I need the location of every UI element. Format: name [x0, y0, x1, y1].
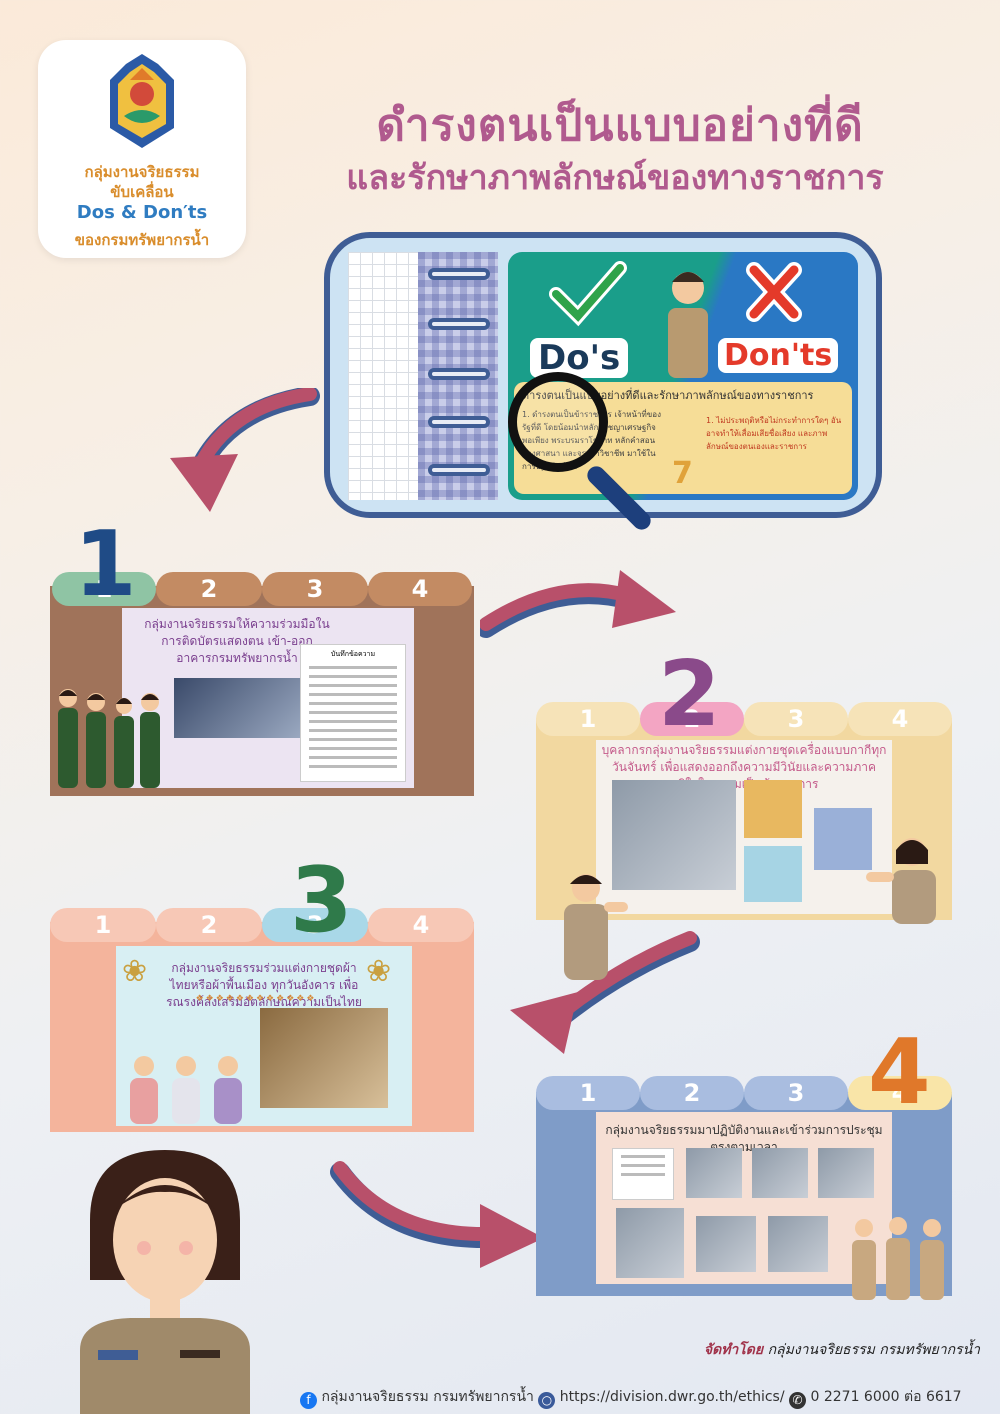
- step-3-staff-thai-dress-figure: [130, 1056, 242, 1124]
- hero-notebook: Do's Don'ts ดำรงตนเป็นแบบอย่างที่ดีและรั…: [324, 232, 882, 518]
- step-1-card: กลุ่มงานจริยธรรมให้ความร่วมมือในการติดบั…: [122, 608, 414, 788]
- cross-icon: [746, 262, 802, 322]
- step-2-officer-presenting-figure: [866, 838, 936, 924]
- logo-card: กลุ่มงานจริยธรรม ขับเคลื่อน Dos & Don′ts…: [38, 40, 246, 258]
- female-officer-illustration: [80, 1150, 250, 1414]
- step-3-card: กลุ่มงานจริยธรรมร่วมแต่งกายชุดผ้าไทยหรือ…: [116, 946, 412, 1126]
- step-3-photo: [260, 1008, 388, 1108]
- binder-ring-icon: [428, 368, 490, 380]
- arrow-to-step-4-icon: [330, 1161, 544, 1268]
- step-4-staff-group-figure: [852, 1217, 944, 1300]
- step-4-photo-3: [818, 1148, 874, 1198]
- step-2-portrait-1: [744, 780, 802, 838]
- step-4-tab-2[interactable]: 2: [640, 1076, 744, 1110]
- arrow-to-step-2-icon: [480, 570, 676, 638]
- step-4-photo-5: [696, 1216, 756, 1272]
- globe-icon: ○: [538, 1392, 556, 1409]
- step-4-attendance-sheet: [612, 1148, 674, 1200]
- thai-pattern-divider: ❖❖❖❖❖❖❖❖❖❖❖❖: [195, 994, 317, 1004]
- footer-phone[interactable]: 0 2271 6000 ต่อ 6617: [810, 1389, 962, 1405]
- step-4-photo-4: [616, 1208, 684, 1278]
- step-3-tab-4[interactable]: 4: [368, 908, 474, 942]
- footer-prepared-by: กลุ่มงานจริยธรรม กรมทรัพยากรน้ำ: [767, 1342, 980, 1358]
- step-1-tab-4[interactable]: 4: [368, 572, 472, 606]
- page-subtitle: และรักษาภาพลักษณ์ของทางราชการ: [346, 158, 884, 198]
- step-2-portrait-2: [814, 808, 872, 870]
- arrow-to-step-1-icon: [170, 388, 320, 512]
- step-2-tab-4[interactable]: 4: [848, 702, 952, 736]
- step-2-number: 2: [658, 642, 721, 747]
- page-title: ดำรงตนเป็นแบบอย่างที่ดี: [376, 100, 864, 151]
- step-1-photo: [174, 678, 300, 738]
- checkmark-icon: [549, 261, 627, 327]
- memo-title: บันทึกข้อความ: [330, 650, 376, 658]
- step-2-group-photo: [612, 780, 736, 890]
- donts-label: Don'ts: [718, 338, 839, 373]
- step-4-card: กลุ่มงานจริยธรรมมาปฏิบัติงานและเข้าร่วมก…: [596, 1112, 892, 1284]
- golden-bird-left-icon: ❀: [122, 954, 148, 989]
- binder-ring-icon: [428, 464, 490, 476]
- step-4-number: 4: [868, 1020, 931, 1125]
- step-4-tab-1[interactable]: 1: [536, 1076, 640, 1110]
- footer-contacts: f กลุ่มงานจริยธรรม กรมทรัพยากรน้ำ ○ http…: [300, 1386, 990, 1409]
- step-1-caption: กลุ่มงานจริยธรรมให้ความร่วมมือในการติดบั…: [144, 617, 330, 665]
- logo-line-1: กลุ่มงานจริยธรรม: [84, 163, 200, 181]
- dos-label: Do's: [530, 338, 629, 378]
- poster-dont-text: 1. ไม่ประพฤติหรือไม่กระทำการใดๆ อันอาจทำ…: [706, 416, 842, 451]
- arrow-to-step-3-icon: [510, 931, 700, 1054]
- step-4-photo-1: [686, 1148, 742, 1198]
- step-1-memo-document: บันทึกข้อความ: [300, 644, 406, 782]
- binder-ring-icon: [428, 268, 490, 280]
- logo-line-2: ขับเคลื่อน: [110, 183, 174, 201]
- binder-ring-icon: [428, 416, 490, 428]
- officer-figure: [668, 272, 708, 378]
- poster-number: 7: [672, 456, 693, 491]
- step-3-caption: กลุ่มงานจริยธรรมร่วมแต่งกายชุดผ้าไทยหรือ…: [166, 961, 362, 1009]
- magnifier-icon: [508, 372, 608, 472]
- footer-facebook-link[interactable]: กลุ่มงานจริยธรรม กรมทรัพยากรน้ำ: [321, 1389, 534, 1405]
- footer-credit: จัดทำโดย กลุ่มงานจริยธรรม กรมทรัพยากรน้ำ: [704, 1339, 980, 1361]
- step-1-tab-1[interactable]: 1: [52, 572, 156, 606]
- step-1-tab-2[interactable]: 2: [156, 572, 262, 606]
- step-1-tab-3[interactable]: 3: [262, 572, 368, 606]
- step-4-tab-4[interactable]: 4: [848, 1076, 952, 1110]
- step-1-staff-group-figure: [58, 689, 160, 788]
- step-2-card: บุคลากรกลุ่มงานจริยธรรมแต่งกายชุดเครื่อง…: [596, 740, 892, 914]
- step-4-photo-6: [768, 1216, 828, 1272]
- step-3-number: 3: [290, 848, 353, 953]
- facebook-icon: f: [300, 1392, 317, 1409]
- step-3-tab-3[interactable]: 3: [262, 908, 368, 942]
- binder-ring-icon: [428, 318, 490, 330]
- grid-paper: [348, 252, 418, 500]
- phone-icon: ✆: [789, 1392, 807, 1409]
- footer-prepared-label: จัดทำโดย: [703, 1342, 764, 1358]
- step-1-number: 1: [74, 512, 137, 617]
- step-4-tab-3[interactable]: 3: [744, 1076, 848, 1110]
- step-3-tab-2[interactable]: 2: [156, 908, 262, 942]
- step-4-photo-2: [752, 1148, 808, 1198]
- logo-line-4: ของกรมทรัพยากรน้ำ: [74, 231, 210, 249]
- step-2-tab-2[interactable]: 2: [640, 702, 744, 736]
- step-2-portrait-3: [744, 846, 802, 902]
- footer-website-link[interactable]: https://division.dwr.go.th/ethics/: [559, 1389, 785, 1405]
- step-2-tab-1[interactable]: 1: [536, 702, 640, 736]
- department-seal-icon: [110, 54, 174, 148]
- golden-bird-right-icon: ❀: [366, 954, 392, 989]
- step-2-tab-3[interactable]: 3: [744, 702, 848, 736]
- step-3-tab-1[interactable]: 1: [50, 908, 156, 942]
- logo-line-3: Dos & Don′ts: [76, 202, 208, 223]
- step-2-officer-pointing-figure: [564, 874, 628, 980]
